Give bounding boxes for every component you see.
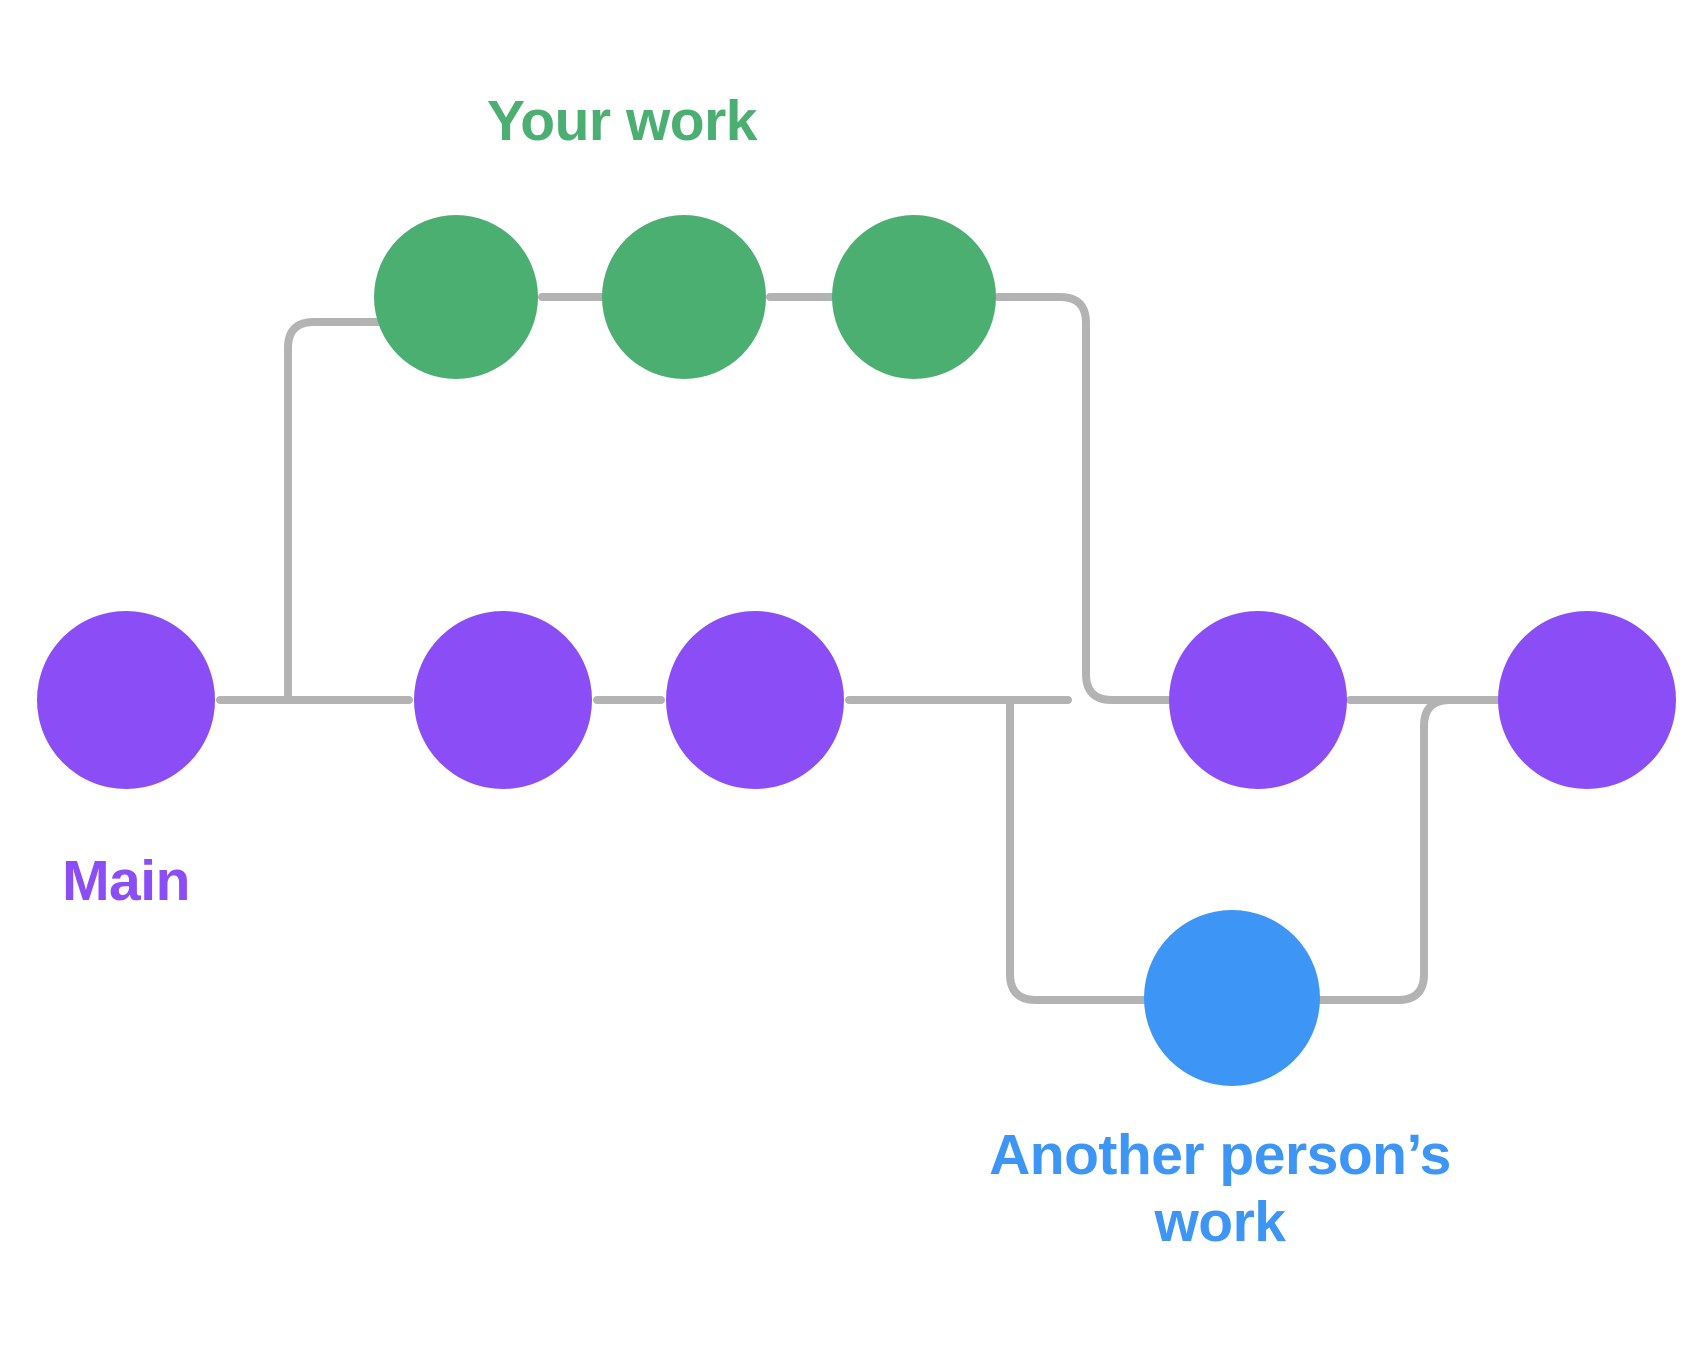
commit-node-other-1[interactable] bbox=[1144, 910, 1320, 1086]
commit-node-main-1[interactable] bbox=[37, 611, 215, 789]
commit-node-main-2[interactable] bbox=[414, 611, 592, 789]
commit-node-work-3[interactable] bbox=[832, 215, 996, 379]
commit-node-main-5[interactable] bbox=[1498, 611, 1676, 789]
branch-label-another-person: Another person’s work bbox=[989, 1123, 1451, 1255]
connector-edge-other-merge-to-main bbox=[1316, 696, 1502, 1004]
commit-node-main-3[interactable] bbox=[666, 611, 844, 789]
connector-edge-branch-out-to-work bbox=[284, 318, 382, 704]
commit-nodes-group bbox=[37, 215, 1676, 1086]
commit-node-main-4[interactable] bbox=[1169, 611, 1347, 789]
commit-node-work-1[interactable] bbox=[374, 215, 538, 379]
connector-edge-work-merge-to-main bbox=[994, 293, 1176, 704]
branch-label-main: Main bbox=[62, 849, 190, 913]
commit-node-work-2[interactable] bbox=[602, 215, 766, 379]
connector-edge-branch-out-to-other bbox=[1006, 696, 1150, 1004]
connector-edges-group bbox=[216, 293, 1502, 1004]
branch-label-your-work: Your work bbox=[487, 89, 757, 153]
